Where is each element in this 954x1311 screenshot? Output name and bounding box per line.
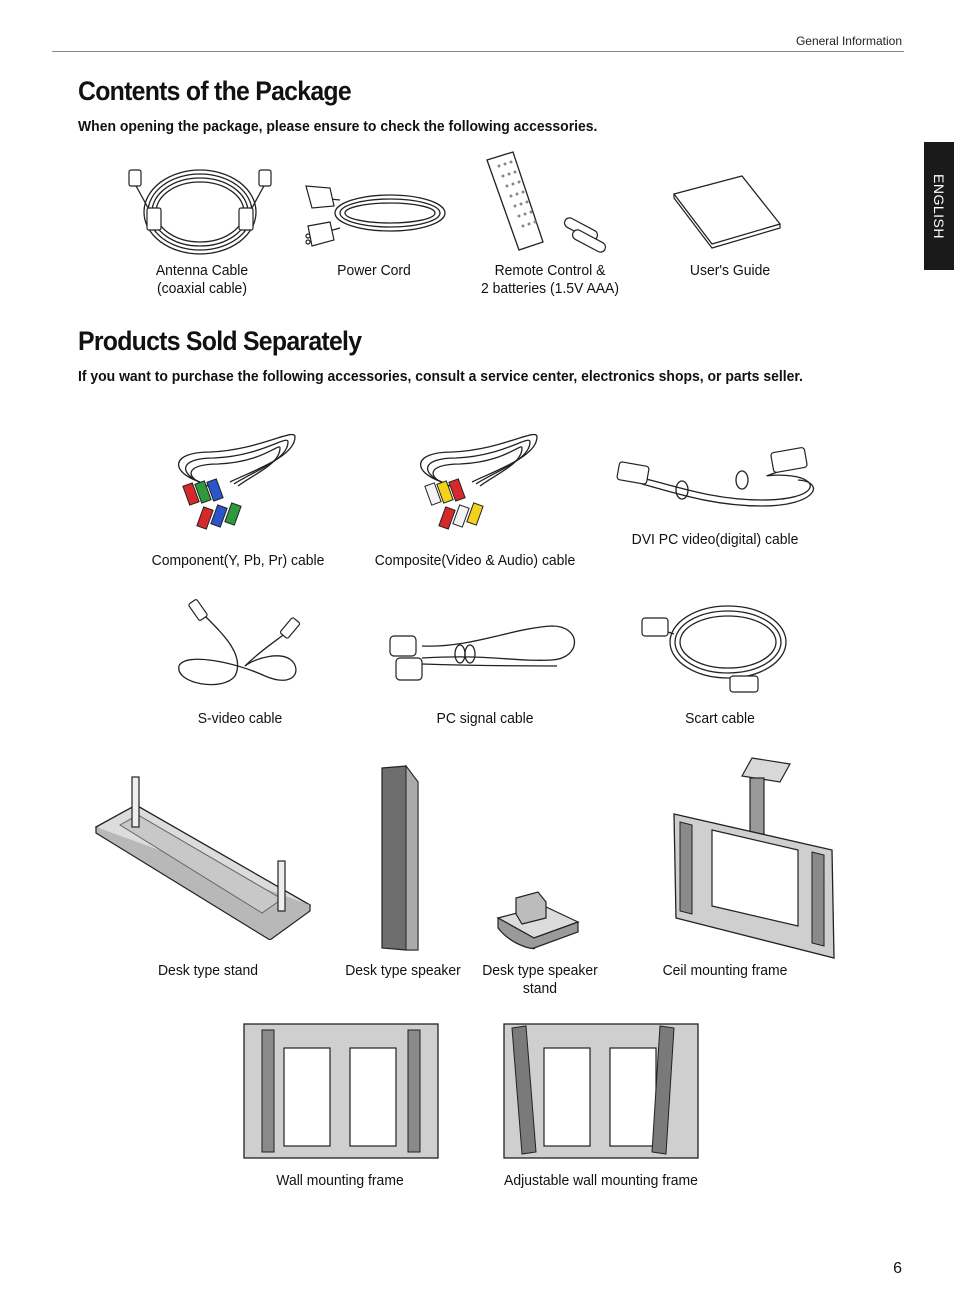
desk-speaker-icon bbox=[381, 764, 419, 951]
pc-signal-cable-icon bbox=[389, 625, 576, 681]
power-cord-icon bbox=[305, 185, 446, 247]
dvi-cable-icon bbox=[616, 447, 815, 507]
caption-line: 2 batteries (1.5V AAA) bbox=[480, 280, 620, 297]
caption-line: Antenna Cable bbox=[155, 262, 249, 279]
component-cable-icon bbox=[178, 433, 296, 530]
contents-title: Contents of the Package bbox=[78, 76, 352, 106]
antenna-cable-icon bbox=[128, 169, 272, 255]
speaker-stand-icon bbox=[496, 891, 580, 950]
caption-line: stand bbox=[522, 980, 558, 997]
users-guide-icon bbox=[672, 175, 782, 249]
s-video-cable-icon bbox=[178, 599, 301, 686]
caption-line: S-video cable bbox=[197, 710, 283, 727]
caption-line: Wall mounting frame bbox=[276, 1172, 404, 1189]
caption-line: Desk type speaker bbox=[345, 962, 461, 979]
caption-line: Remote Control & bbox=[494, 262, 606, 279]
separate-title: Products Sold Separately bbox=[78, 326, 362, 356]
language-tab-label: ENGLISH bbox=[931, 173, 947, 239]
remote-control-icon bbox=[486, 151, 607, 253]
desk-stand-icon bbox=[94, 776, 312, 940]
contents-intro: When opening the package, please ensure … bbox=[78, 118, 598, 135]
caption-line: Composite(Video & Audio) cable bbox=[374, 552, 576, 569]
caption-line: User's Guide bbox=[689, 262, 771, 279]
section-header: General Information bbox=[795, 34, 902, 48]
caption-line: Desk type stand bbox=[157, 962, 259, 979]
composite-cable-icon bbox=[420, 433, 538, 530]
page-number: 6 bbox=[893, 1260, 902, 1277]
caption-line: Adjustable wall mounting frame bbox=[504, 1172, 698, 1189]
caption-line: Component(Y, Pb, Pr) cable bbox=[151, 552, 325, 569]
caption-line: DVI PC video(digital) cable bbox=[631, 531, 799, 548]
ceiling-mount-icon bbox=[673, 757, 835, 959]
caption-line: Desk type speaker bbox=[482, 962, 598, 979]
language-tab: ENGLISH bbox=[924, 142, 954, 270]
adjustable-wall-mount-icon bbox=[503, 1023, 699, 1159]
caption-line: Ceil mounting frame bbox=[662, 962, 788, 979]
caption-line: PC signal cable bbox=[436, 710, 534, 727]
caption-line: (coaxial cable) bbox=[157, 280, 247, 297]
separate-intro: If you want to purchase the following ac… bbox=[78, 368, 803, 385]
header-rule bbox=[52, 51, 904, 52]
wall-mount-icon bbox=[243, 1023, 439, 1159]
caption-line: Power Cord bbox=[337, 262, 411, 279]
caption-line: Scart cable bbox=[685, 710, 755, 727]
scart-cable-icon bbox=[641, 605, 787, 693]
